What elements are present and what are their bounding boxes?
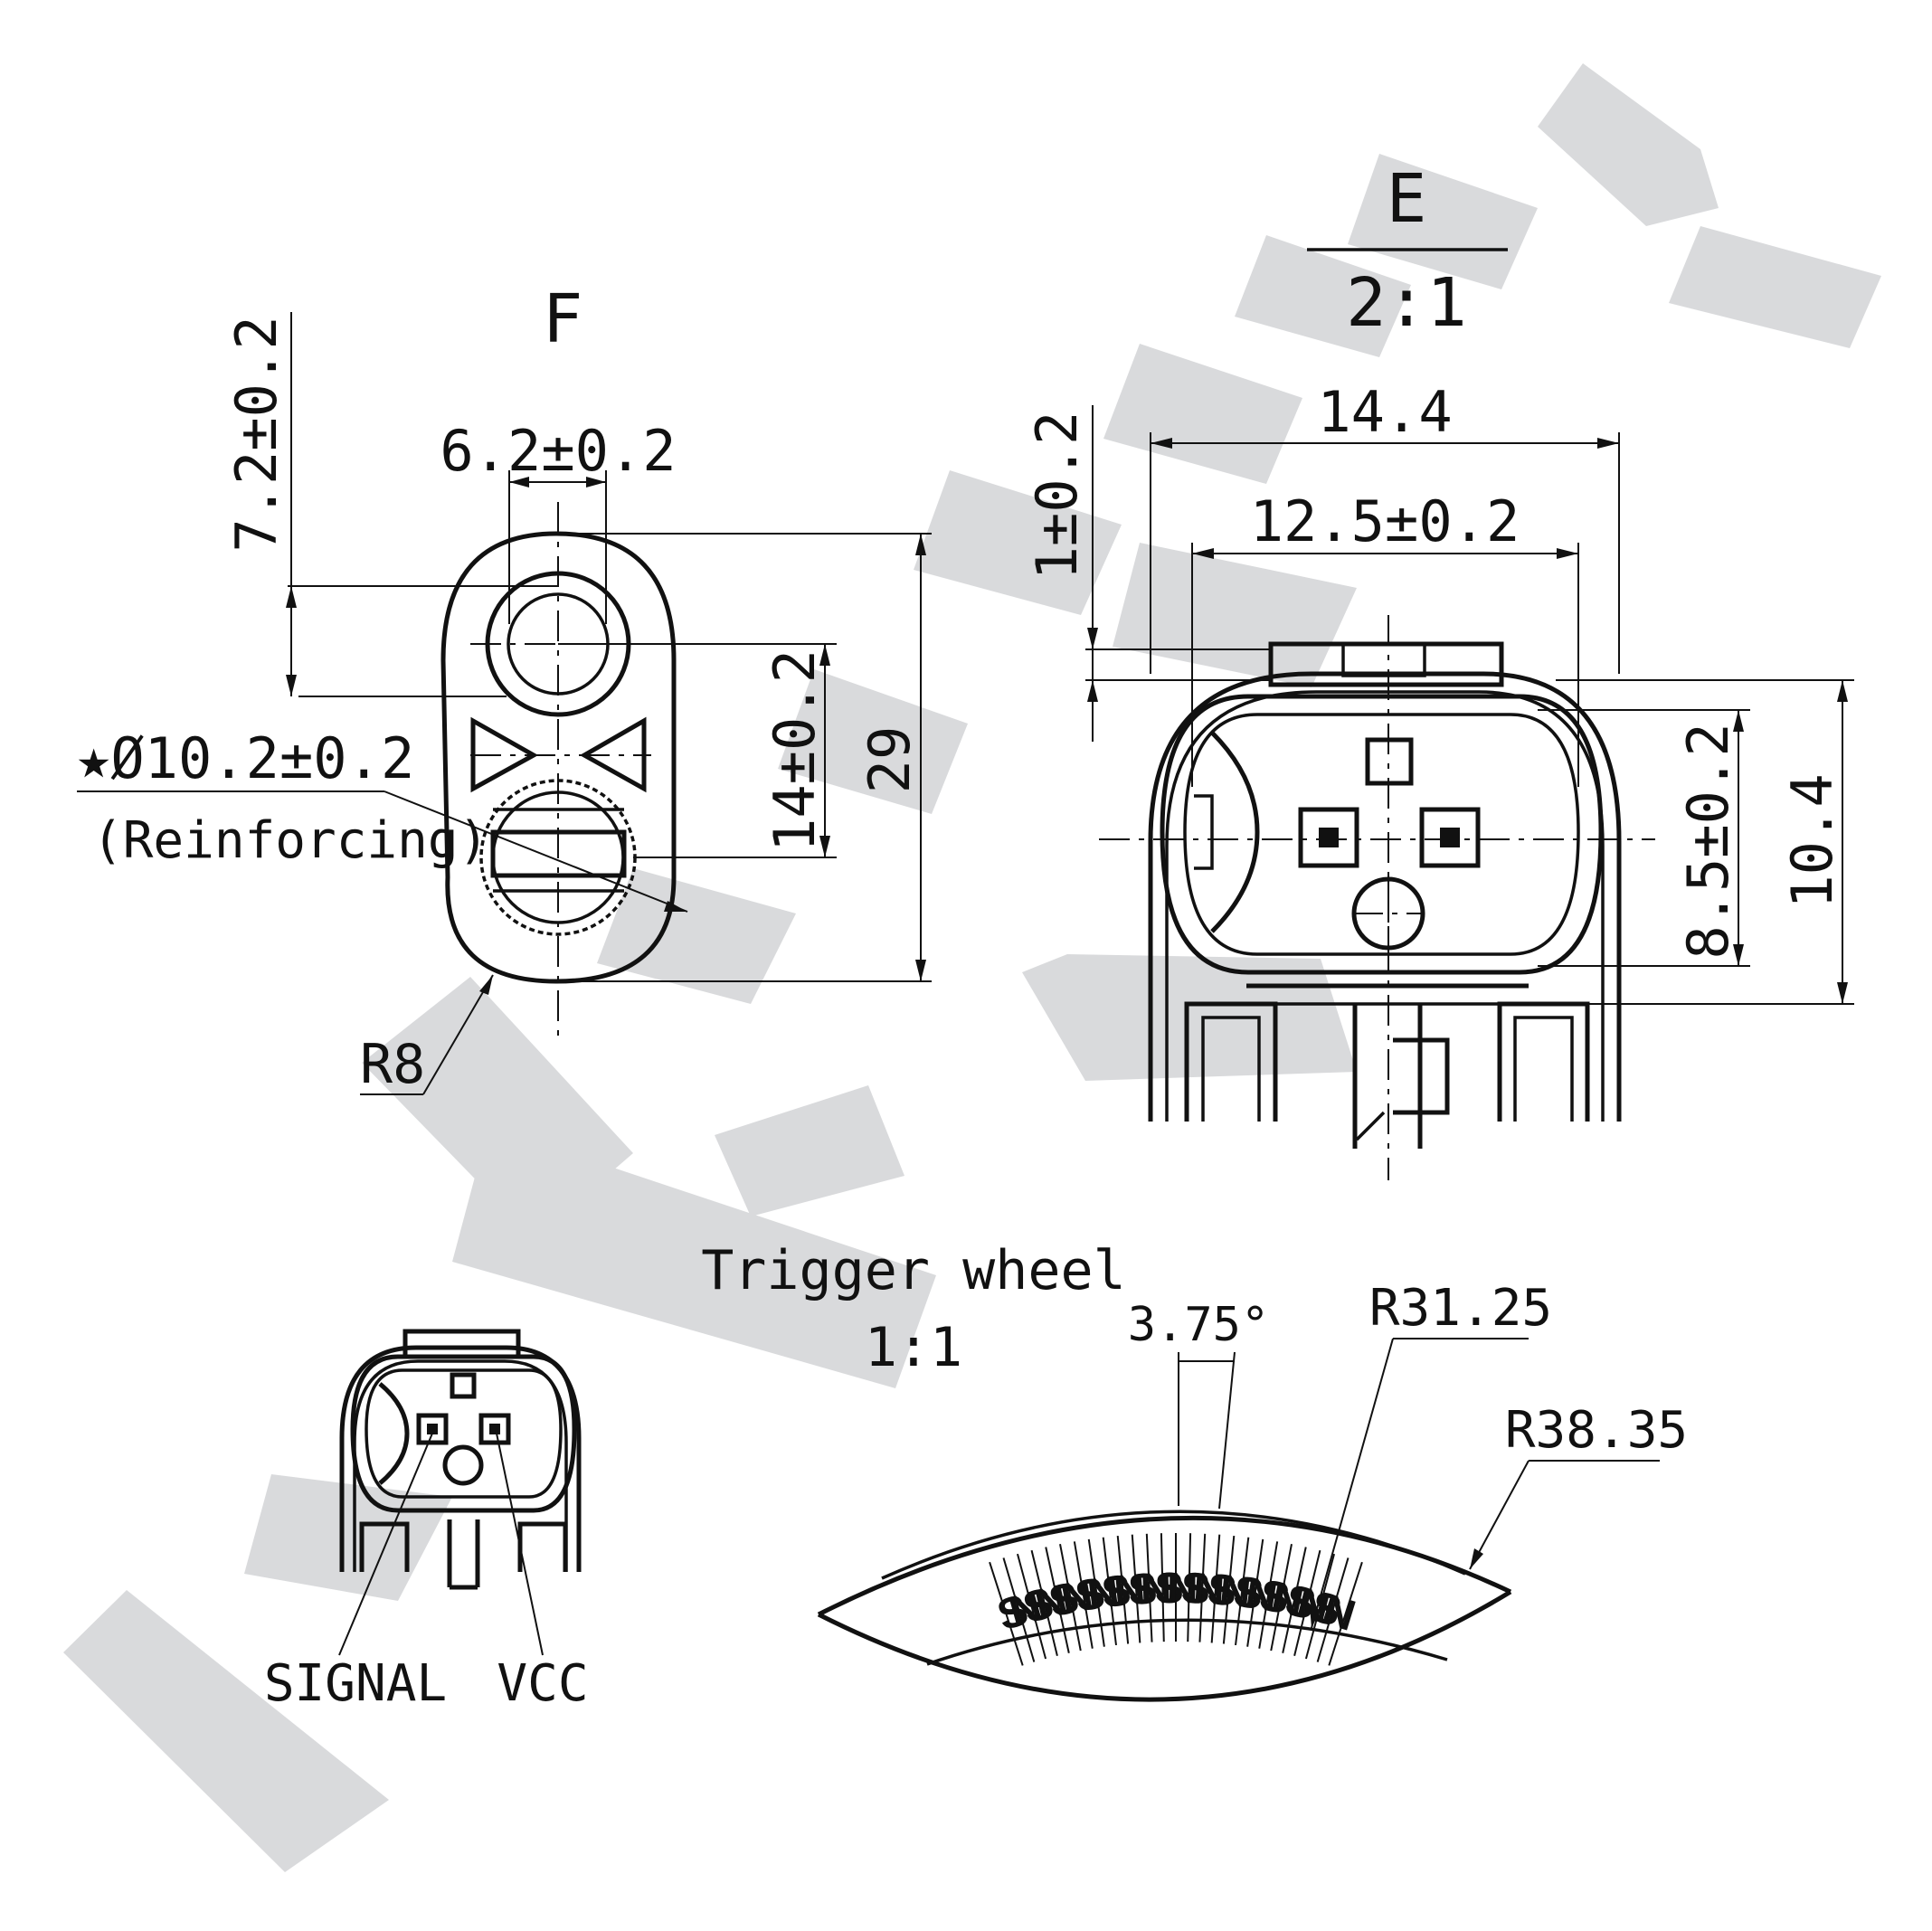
pole-divider	[1116, 1535, 1130, 1644]
pole-divider	[1304, 1553, 1336, 1660]
watermark	[63, 63, 1881, 1872]
pole-divider	[989, 1561, 1024, 1666]
dim-inner-width: 12.5±0.2	[1250, 488, 1520, 554]
dim-total-height: 29	[857, 726, 923, 794]
pole-letter: N	[1140, 1565, 1173, 1614]
trigger-wheel-scale: 1:1	[865, 1316, 962, 1379]
dim-step: 1±0.2	[1024, 412, 1090, 581]
view-f-title: F	[543, 280, 583, 358]
pole-divider	[1258, 1541, 1279, 1649]
radius-label: R8	[360, 1033, 425, 1096]
pole-letter: S	[1154, 1565, 1184, 1613]
pole-letter: S	[1231, 1567, 1266, 1619]
pole-divider	[1073, 1541, 1094, 1649]
dim-left-height: 7.2±0.2	[223, 316, 289, 552]
dim-inner-height: 8.5±0.2	[1675, 723, 1741, 959]
vcc-pin	[478, 1413, 511, 1445]
pole-letter: S	[1180, 1565, 1211, 1614]
connector-view: SIGNAL VCC	[264, 1329, 589, 1713]
pole-letter: S	[1100, 1567, 1134, 1617]
dim-hole-offset: 14±0.2	[762, 649, 828, 852]
pole-divider	[1131, 1534, 1141, 1643]
wheel-inner-arc	[817, 1589, 1512, 1702]
pole-divider	[1293, 1549, 1321, 1656]
trigger-wheel: Trigger wheel 1:1 SNSNSNSNSNSNSNSNSNSNSN…	[701, 1239, 1688, 1702]
pole-divider	[1246, 1538, 1264, 1647]
signal-label: SIGNAL	[264, 1654, 447, 1713]
pole-divider	[1002, 1557, 1036, 1662]
connector-oval-inner	[1183, 713, 1580, 956]
pole-divider	[1270, 1544, 1293, 1652]
connector-housing-outer	[1148, 671, 1622, 1122]
flange-outline	[440, 531, 677, 984]
pole-divider	[1160, 1533, 1165, 1642]
pole-divider	[1210, 1534, 1221, 1643]
pin-right	[1419, 807, 1481, 868]
pin-left	[1298, 807, 1359, 868]
view-e: E 2:1	[1024, 160, 1854, 1180]
trigger-wheel-title: Trigger wheel	[701, 1239, 1126, 1302]
pole-letter: S	[1206, 1566, 1238, 1615]
pole-divider	[1316, 1557, 1350, 1662]
bore-note: ★Ø10.2±0.2	[77, 725, 414, 791]
pole-letter: N	[1167, 1565, 1198, 1613]
pole-divider	[1087, 1538, 1105, 1647]
signal-pin	[416, 1413, 449, 1445]
pole-divider	[1328, 1561, 1363, 1666]
pole-divider	[1016, 1553, 1047, 1660]
pole-letter: N	[1112, 1566, 1147, 1616]
angle-label: 3.75°	[1128, 1298, 1270, 1352]
pole-divider	[1059, 1544, 1082, 1652]
pole-divider	[1187, 1533, 1192, 1642]
view-f: F 6.2±0.2 7.2±0.2	[77, 280, 932, 1096]
pole-letter: N	[1192, 1565, 1226, 1614]
pole-divider	[1030, 1549, 1058, 1656]
pole-letter: S	[1127, 1565, 1159, 1614]
pole-divider	[1045, 1547, 1070, 1653]
pole-divider	[1282, 1547, 1307, 1653]
inner-radius-label: R31.25	[1369, 1279, 1552, 1338]
pole-divider	[1145, 1533, 1153, 1642]
dim-top-width: 6.2±0.2	[440, 418, 676, 484]
dim-outer-width: 14.4	[1317, 379, 1452, 445]
view-e-scale: 2:1	[1346, 264, 1467, 342]
pole-divider	[1102, 1537, 1117, 1646]
pole-letter: N	[1242, 1569, 1280, 1622]
pole-divider	[1198, 1533, 1207, 1642]
view-e-title: E	[1387, 160, 1427, 238]
connector-oval-outer	[1160, 694, 1604, 975]
outer-radius-label: R38.35	[1505, 1401, 1688, 1460]
pole-letter: N	[1217, 1567, 1254, 1617]
bore-note-sub: (Reinforcing)	[92, 811, 488, 870]
vcc-label: VCC	[497, 1654, 588, 1713]
dim-outer-height: 10.4	[1779, 773, 1845, 908]
pole-divider	[1235, 1537, 1250, 1646]
pole-divider	[1222, 1535, 1236, 1644]
pole-letter: N	[1084, 1567, 1122, 1619]
